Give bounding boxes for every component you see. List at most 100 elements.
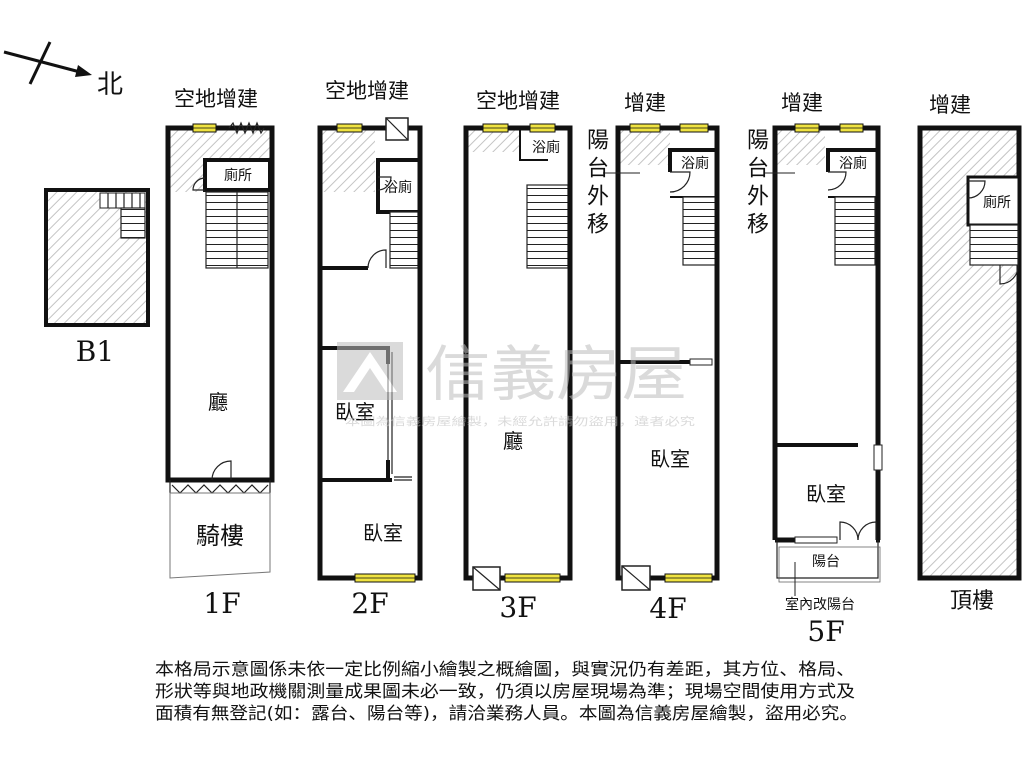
4f-floor-label: 4F [649, 592, 686, 625]
2f-top-window [336, 123, 363, 133]
5f-extension-hatch [777, 130, 825, 165]
4f-extension-hatch [620, 130, 670, 165]
5f-stairs [834, 196, 876, 266]
3f-top-note: 空地增建 [476, 89, 560, 113]
3f-top-window-left [482, 123, 509, 133]
5f-walls [772, 125, 881, 540]
2f-top-note: 空地增建 [325, 79, 409, 103]
3f-extension-hatch [468, 130, 520, 152]
5f-bathroom-walls [826, 148, 878, 172]
2f-bedroom-2-label: 臥室 [363, 521, 403, 545]
4f-bedroom-window [689, 358, 713, 366]
4f-bathroom-walls [668, 148, 717, 172]
floor-1f: 空地增建 廁所 廳 騎樓 1F [165, 87, 275, 620]
3f-bottom-window [504, 573, 561, 583]
1f-living-room-label: 廳 [208, 390, 228, 414]
5f-balcony-moved-note: 陽台外移 [743, 128, 768, 240]
4f-balcony-moved-note: 陽台外移 [583, 128, 608, 240]
roof-toilet-label: 廁所 [983, 194, 1011, 211]
2f-extension-hatch [322, 130, 375, 192]
watermark: 信義房屋 本圖為信義房屋繪製，未經允許請勿盜用，違者必究 [337, 340, 695, 428]
4f-bottom-xbox-diagonal [621, 565, 651, 591]
floor-4f: 增建 浴廁 臥室 4F [603, 91, 720, 625]
b1-stair-landing [99, 192, 146, 209]
2f-bathroom-label: 浴廁 [384, 179, 412, 196]
disclaimer-line-3: 面積有無登記(如：露台、陽台等)，請洽業務人員。本圖為信義房屋繪製，盜用必究。 [155, 704, 858, 724]
5f-bathroom-label: 浴廁 [839, 155, 867, 172]
watermark-logo-house-icon [343, 352, 397, 392]
floor-5f: 增建 浴廁 臥室 陽台 室內改陽台 5F [765, 91, 883, 648]
1f-arcade-outline [169, 492, 271, 579]
1f-top-window [192, 123, 217, 133]
3f-bathroom-partition [519, 130, 548, 161]
2f-stairs [389, 211, 419, 269]
4f-bathroom-door [669, 171, 691, 193]
2f-floor-label: 2F [351, 587, 388, 620]
5f-bedroom-label: 臥室 [806, 482, 846, 506]
1f-top-note: 空地增建 [174, 87, 258, 111]
5f-top-window-left [794, 123, 820, 133]
5f-floor-label: 5F [807, 615, 844, 648]
1f-side-walls-lower [169, 480, 271, 493]
3f-floor-label: 3F [499, 591, 536, 624]
5f-side-window [873, 444, 883, 471]
roof-stairs [969, 224, 1019, 266]
b1-stair-rails [107, 193, 141, 208]
north-arrow-crossbar [28, 41, 52, 85]
b1-floor-label: B1 [76, 335, 114, 368]
1f-arcade-label: 騎樓 [196, 522, 244, 550]
4f-top-window-right [679, 123, 709, 133]
roof-stair-door [999, 264, 1019, 285]
1f-toilet-room [203, 158, 272, 192]
1f-toilet-door [192, 177, 206, 191]
disclaimer: 本格局示意圖係未依一定比例縮小繪製之概繪圖，與實況仍有差距，其方位、格局、 形狀… [155, 660, 858, 724]
1f-floor-label: 1F [203, 587, 240, 620]
2f-top-xbox-diagonal [385, 117, 409, 141]
disclaimer-line-1: 本格局示意圖係未依一定比例縮小繪製之概繪圖，與實況仍有差距，其方位、格局、 [155, 660, 855, 680]
4f-stairs [682, 196, 717, 266]
5f-balcony-door-right [857, 521, 877, 541]
1f-walls [165, 125, 275, 483]
floor-2f: 空地增建 浴廁 臥室 臥室 2F [317, 79, 423, 620]
4f-bottom-window [664, 573, 713, 583]
4f-bedroom-label: 臥室 [650, 447, 690, 471]
disclaimer-line-2: 形狀等與地政機關測量成果圖未必一致，仍須以房屋現場為準；現場空間使用方式及 [155, 681, 855, 702]
5f-top-window-right [839, 123, 864, 133]
3f-living-room-label: 廳 [503, 429, 523, 453]
roof-floor-label: 頂樓 [950, 589, 994, 614]
2f-bathroom-door [377, 176, 392, 191]
2f-bottom-window [354, 573, 416, 583]
1f-toilet-label: 廁所 [224, 167, 252, 184]
5f-balcony-window [794, 536, 838, 544]
roof-toilet-door [967, 180, 986, 199]
5f-balcony-outline [776, 540, 879, 579]
4f-bathroom-label: 浴廁 [681, 155, 709, 172]
floor-roof: 增建 廁所 頂樓 [917, 93, 1022, 614]
5f-indoor-balcony-callout: 室內改陽台 [785, 596, 855, 613]
5f-balcony-label: 陽台 [812, 554, 840, 570]
2f-bedroom-2-door [394, 476, 412, 481]
1f-front-door [211, 460, 232, 481]
3f-bathroom-label: 浴廁 [532, 139, 560, 156]
3f-bottom-xbox-diagonal [472, 566, 501, 591]
north-label: 北 [97, 70, 123, 100]
5f-bathroom-door [827, 171, 847, 191]
roof-top-note: 增建 [929, 93, 971, 117]
2f-hall-door [367, 249, 387, 269]
2f-bedroom-1-label: 臥室 [335, 400, 375, 424]
floor-3f: 空地增建 浴廁 廳 3F [463, 89, 573, 624]
4f-top-note: 增建 [624, 91, 666, 115]
3f-stairs [526, 184, 569, 269]
3f-top-window-right [529, 123, 556, 133]
4f-top-window-left [629, 123, 661, 133]
floor-b1: B1 [44, 188, 150, 368]
5f-top-note: 增建 [781, 91, 823, 115]
watermark-brand: 信義房屋 [425, 340, 687, 410]
5f-balcony-frame [778, 546, 881, 583]
1f-folding-door [171, 484, 269, 494]
north-arrow: 北 [3, 41, 123, 100]
watermark-notice: 本圖為信義房屋繪製，未經允許請勿盜用，違者必究 [345, 414, 695, 428]
5f-balcony-door-left [839, 521, 859, 541]
